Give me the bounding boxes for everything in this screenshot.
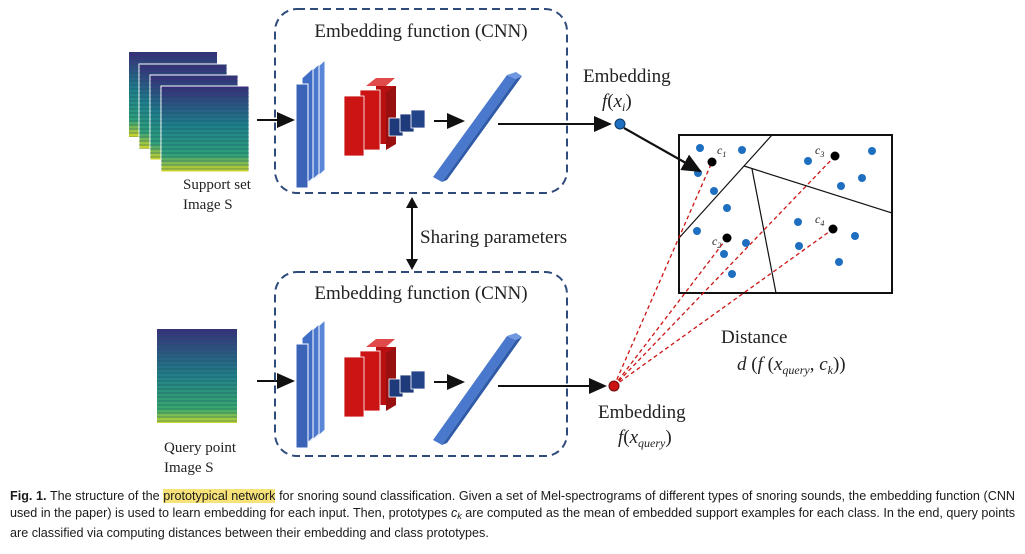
prototype-c2 [722, 233, 732, 243]
support-to-space-arrow [623, 127, 702, 173]
embedding-top-formula: f(xi) [602, 91, 632, 114]
caption-highlight: prototypical network [163, 489, 276, 503]
prototype-c3-label: c3 [815, 143, 824, 159]
cnn-bottom-conv-red [343, 339, 396, 418]
cnn-top-title: Embedding function (CNN) [314, 21, 527, 42]
embedding-support-points [693, 144, 876, 278]
query-point-label-line2: Image S [164, 460, 214, 476]
embedding-bottom-title: Embedding [598, 402, 686, 423]
prototype-c4 [828, 224, 838, 234]
embedding-top-title: Embedding [583, 66, 671, 87]
cnn-top-conv-navy [388, 109, 426, 137]
prototype-c4-label: c4 [815, 212, 824, 228]
caption-ck-symbol: ck [450, 506, 462, 521]
figure-caption: Fig. 1. The structure of the prototypica… [10, 488, 1015, 542]
cnn-bottom-flat-vector [433, 333, 522, 445]
prototype-c1-label: c1 [717, 143, 726, 159]
cnn-top-conv-blue [295, 58, 326, 190]
caption-text-part1: for snoring sound classification. Given … [10, 489, 1016, 520]
support-embedding-point [614, 118, 626, 130]
distance-lines [613, 155, 836, 387]
prototype-c2-label: c2 [712, 234, 721, 250]
cnn-bottom-conv-blue [295, 318, 326, 450]
cnn-top-conv-red [343, 78, 396, 157]
cnn-bottom-title: Embedding function (CNN) [314, 283, 527, 304]
embedding-space: c1 c2 c3 c4 [613, 134, 893, 387]
caption-text-lead: The structure of the [49, 489, 160, 503]
sharing-parameters-label: Sharing parameters [420, 227, 567, 248]
support-set-spectrograms [129, 52, 250, 173]
sharing-parameters-arrow [406, 197, 418, 270]
prototypical-network-figure: Support set Image S Query point Image S … [129, 8, 893, 476]
distance-formula: d (f (xquery, ck)) [737, 354, 846, 377]
query-point-label-line1: Query point [164, 440, 237, 456]
distance-title: Distance [721, 327, 787, 348]
prototype-c1 [707, 157, 717, 167]
cnn-bottom-layers [295, 318, 522, 450]
cnn-top-layers [295, 58, 522, 190]
cnn-top-flat-vector [433, 72, 522, 182]
cnn-bottom-box [274, 271, 568, 457]
cnn-bottom-conv-navy [388, 370, 426, 398]
cnn-top-box [274, 8, 568, 194]
caption-figure-label: Fig. 1. [10, 489, 47, 503]
caption-text-part2: are computed as the mean of embedded sup… [10, 506, 1016, 540]
support-set-label-line2: Image S [183, 197, 233, 213]
embedding-bottom-formula: f(xquery) [618, 427, 672, 450]
support-set-label-line1: Support set [183, 177, 252, 193]
query-spectrogram [157, 329, 237, 423]
prototype-c3 [830, 151, 840, 161]
